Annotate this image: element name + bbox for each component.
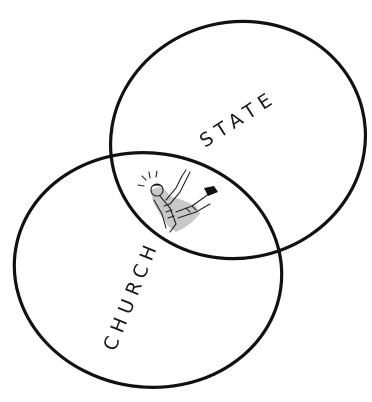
church-label: CHURCH <box>99 237 163 354</box>
state-label: STATE <box>196 86 281 152</box>
trapped-figure <box>138 170 218 232</box>
state-circle <box>85 0 372 285</box>
